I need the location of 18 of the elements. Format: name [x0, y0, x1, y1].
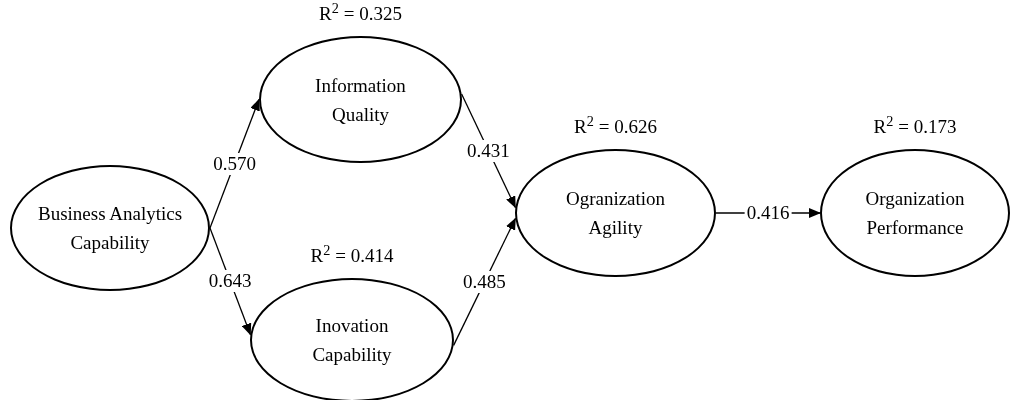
- construct-name: Information Quality: [314, 73, 407, 127]
- edge-label: 0.431: [465, 139, 512, 162]
- construct-name: Ogranization Agility: [564, 187, 667, 240]
- edge-label: 0.643: [206, 270, 254, 293]
- construct-name: Organization Performance: [864, 187, 966, 240]
- r-squared-label: R$^{2}$ = 0.414: [310, 244, 394, 268]
- construct-name: Inovation Capability: [311, 314, 393, 367]
- r-squared-label: R$^{2}$ = 0.626: [574, 115, 657, 139]
- r-squared-label: R$^{2}$ = 0.173: [873, 115, 957, 139]
- construct-name: Business Analytics Capability: [36, 202, 184, 255]
- construct-ellipse: [10, 165, 210, 291]
- edge-label: 0.485: [461, 271, 508, 293]
- r-squared-label: R$^{2}$ = 0.325: [319, 2, 402, 26]
- edge-label: 0.570: [211, 152, 258, 175]
- construct-ellipse: [259, 36, 462, 163]
- construct-ellipse: [515, 149, 716, 277]
- construct-ellipse: [820, 149, 1010, 277]
- construct-ellipse: [250, 278, 454, 400]
